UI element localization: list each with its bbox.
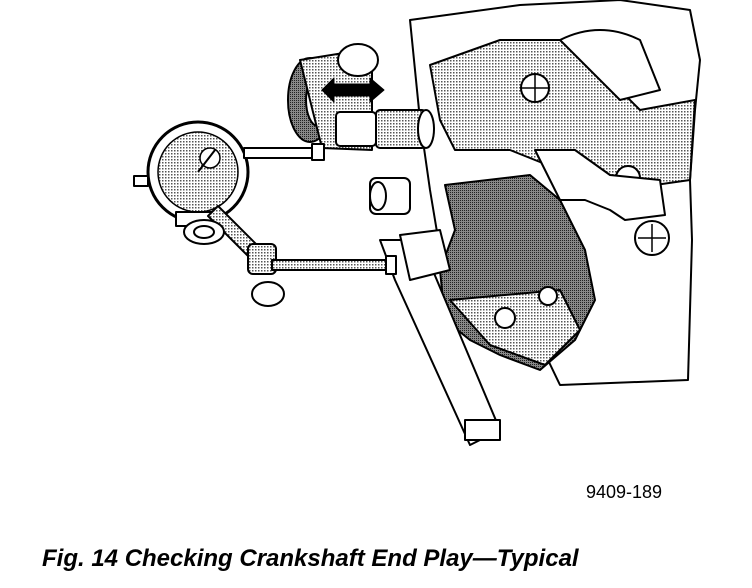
figure-caption: Fig. 14 Checking Crankshaft End Play—Typ… <box>42 545 579 572</box>
figure-reference-code: 9409-189 <box>586 482 663 502</box>
end-play-arrow-icon <box>321 77 385 103</box>
crankshaft-sprocket <box>287 43 435 151</box>
dial-indicator-clamp <box>183 177 411 307</box>
dial-indicator <box>133 120 325 227</box>
